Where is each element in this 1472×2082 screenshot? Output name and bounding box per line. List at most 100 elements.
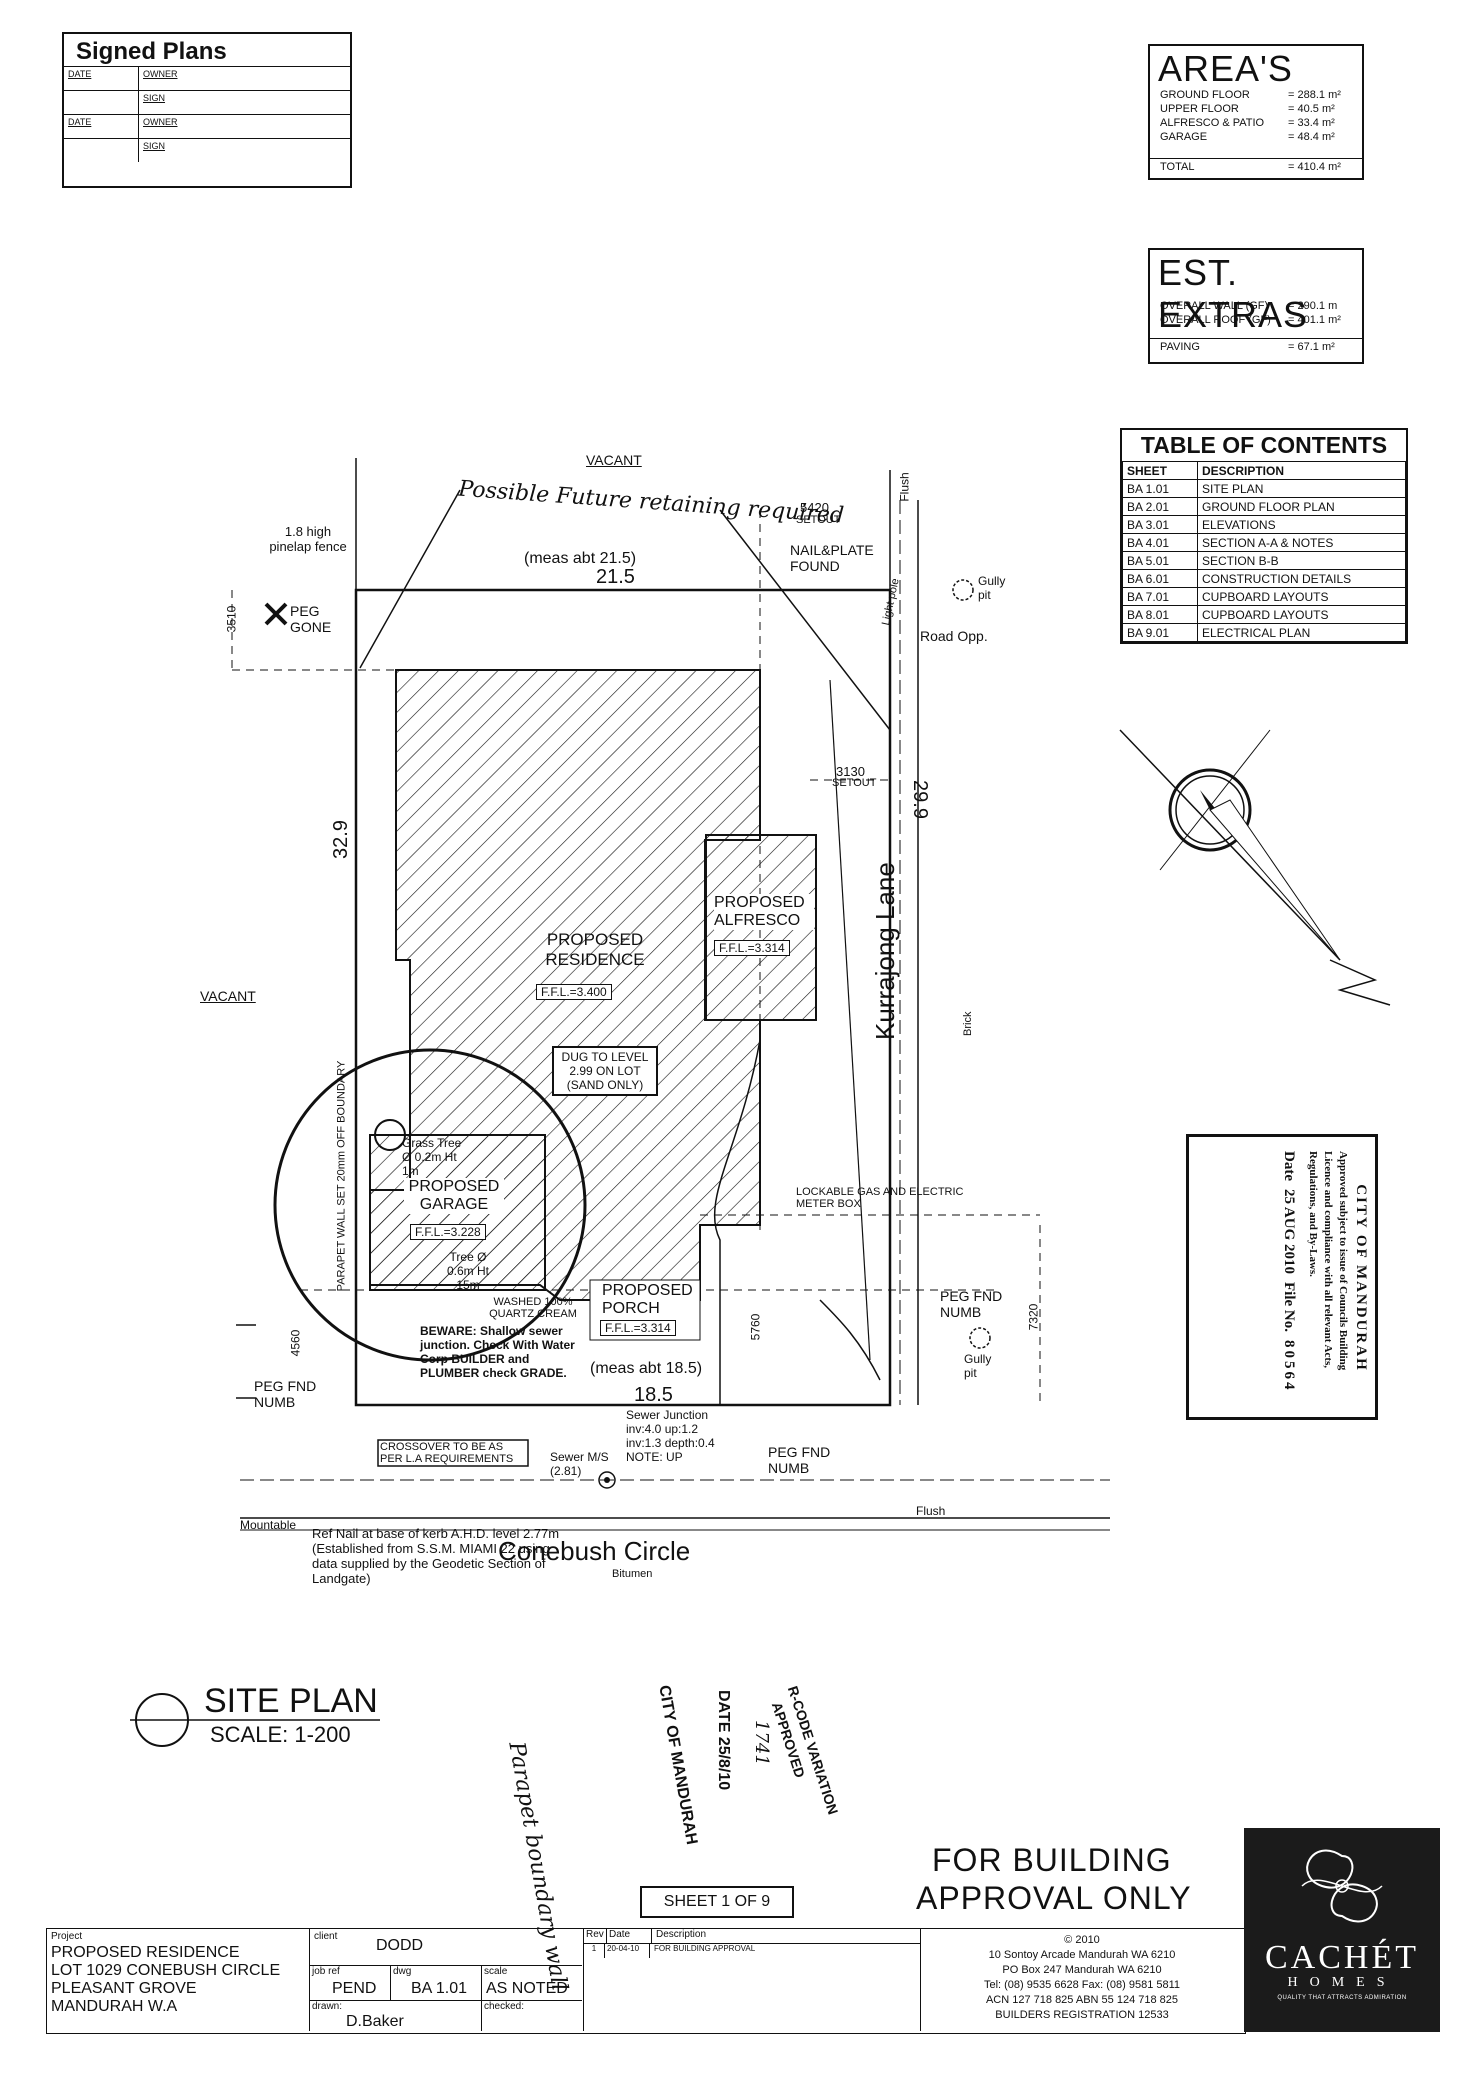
setout-3130: 3130 xyxy=(836,764,865,779)
signed-plans-title: Signed Plans xyxy=(76,38,227,65)
project-line: PLEASANT GROVE xyxy=(51,1980,197,1997)
revision-cell: Rev Date Description 1 20-04-10 FOR BUIL… xyxy=(583,1929,921,2031)
toc-col-desc: DESCRIPTION xyxy=(1197,461,1406,480)
project-cell: Project PROPOSED RESIDENCE LOT 1029 CONE… xyxy=(47,1929,310,2031)
company-line: 10 Sontoy Arcade Mandurah WA 6210 xyxy=(988,1949,1176,1961)
company-logo: CACHÉT HOMES QUALITY THAT ATTRACTS ADMIR… xyxy=(1244,1828,1440,2032)
logo-tagline: QUALITY THAT ATTRACTS ADMIRATION xyxy=(1277,1995,1407,2001)
dim-right-label: 29.9 xyxy=(908,780,931,819)
area-row: UPPER FLOOR= 40.5 m² xyxy=(1160,103,1335,115)
site-plan-scale: SCALE: 1-200 xyxy=(210,1722,351,1747)
garage-label: PROPOSED GARAGE xyxy=(404,1178,504,1214)
dim-left-label: 32.9 xyxy=(329,820,352,859)
date-label: Date xyxy=(607,1929,652,1943)
tree-circle xyxy=(273,1048,587,1362)
dwg-cell: dwg BA 1.01 xyxy=(391,1966,482,2001)
toc-desc: SECTION A-A & NOTES xyxy=(1197,533,1406,552)
rcode-number: 1741 xyxy=(751,1720,772,1766)
project-line: LOT 1029 CONEBUSH CIRCLE xyxy=(51,1962,281,1979)
council-stamp-title: CITY OF MANDURAH xyxy=(1353,1184,1369,1372)
council-stamp-text: Approved subject to issue of Councils Bu… xyxy=(1307,1151,1349,1371)
company-line: Tel: (08) 9535 6628 Fax: (08) 9581 5811 xyxy=(983,1979,1181,1991)
dwg-value: BA 1.01 xyxy=(411,1980,468,1997)
company-line: BUILDERS REGISTRATION 12533 xyxy=(995,2009,1169,2021)
toc-sheet: BA 7.01 xyxy=(1122,587,1198,606)
council-file-label: File No. xyxy=(1281,1282,1297,1333)
peg-fnd-label-left: PEG FND NUMB xyxy=(254,1378,317,1410)
sp-sign-1: SIGN xyxy=(143,93,166,103)
sp-sign-2: SIGN xyxy=(143,141,166,151)
nail-plate-label: NAIL&PLATE FOUND xyxy=(790,542,874,574)
extras-box: EST. EXTRAS OVERALL WALL (GF)= 290.1 m O… xyxy=(1148,248,1364,364)
flush-label-top: Flush xyxy=(897,472,912,502)
area-total-row: TOTAL= 410.4 m² xyxy=(1150,158,1362,173)
meas-top-label: (meas abt 21.5) xyxy=(524,550,637,567)
rev-value: 1 xyxy=(584,1944,605,1958)
job-ref-cell: job ref PEND xyxy=(310,1966,391,2001)
dwg-label: dwg xyxy=(393,1966,412,1977)
lane-name: Kurrajong Lane xyxy=(870,862,900,1040)
approval-line1: FOR BUILDING xyxy=(932,1842,1172,1878)
area-row: GARAGE= 48.4 m² xyxy=(1160,131,1335,143)
sp-owner-1: OWNER xyxy=(143,69,178,79)
gully-label-top: Gully pit xyxy=(978,574,1006,602)
toc-sheet: BA 9.01 xyxy=(1122,623,1198,642)
toc-desc: SECTION B-B xyxy=(1197,551,1406,570)
toc-desc: CUPBOARD LAYOUTS xyxy=(1197,587,1406,606)
quartz-label: WASHED 100% QUARTZ CREAM xyxy=(489,1296,577,1320)
client-label: client xyxy=(314,1931,338,1942)
setout-label-top: SETOUT xyxy=(796,514,841,526)
setout-3510: 3510 xyxy=(224,605,239,633)
project-label: Project xyxy=(51,1931,83,1942)
approval-line2: APPROVAL ONLY xyxy=(916,1880,1192,1916)
mountable-label: Mountable xyxy=(240,1518,297,1532)
peg-fnd-label-bottom: PEG FND NUMB xyxy=(768,1444,831,1476)
lockable-note: LOCKABLE GAS AND ELECTRIC METER BOX xyxy=(796,1186,964,1210)
rcode-date: DATE 25/8/10 xyxy=(715,1690,732,1791)
checked-label: checked: xyxy=(484,2001,525,2012)
garage-ffl: F.F.L.=3.228 xyxy=(410,1224,486,1240)
area-row: GROUND FLOOR= 288.1 m² xyxy=(1160,89,1341,101)
toc-sheet: BA 4.01 xyxy=(1122,533,1198,552)
setout-5420: 5420 xyxy=(800,500,829,515)
scale-value: AS NOTED xyxy=(486,1980,568,1997)
toc-sheet: BA 3.01 xyxy=(1122,515,1198,534)
road-opp-label: Road Opp. xyxy=(920,628,988,644)
sp-date-2: DATE xyxy=(64,115,139,138)
drawn-label: drawn: xyxy=(312,2001,343,2012)
street-name: Conebush Circle xyxy=(498,1536,691,1566)
toc-desc: GROUND FLOOR PLAN xyxy=(1197,497,1406,516)
vacant-top-label: VACANT xyxy=(586,452,642,468)
toc-sheet: BA 8.01 xyxy=(1122,605,1198,624)
brick-label: Brick xyxy=(962,1011,974,1036)
areas-title: AREA'S xyxy=(1158,48,1293,89)
dug-note: DUG TO LEVEL 2.99 ON LOT (SAND ONLY) xyxy=(552,1046,658,1096)
sewer-junction-note: Sewer Junction inv:4.0 up:1.2 inv:1.3 de… xyxy=(626,1408,715,1464)
tree-label: Tree Ø 0.6m Ht 15m xyxy=(446,1250,489,1292)
job-ref-label: job ref xyxy=(312,1966,340,1977)
flush-label-bottom: Flush xyxy=(916,1504,946,1518)
toc-title: TABLE OF CONTENTS xyxy=(1140,432,1388,458)
client-value: DODD xyxy=(376,1937,424,1954)
alfresco-ffl: F.F.L.=3.314 xyxy=(714,940,790,956)
porch-label: PROPOSED PORCH xyxy=(602,1282,693,1317)
rcode-variation-stamp: R-CODE VARIATION APPROVED CITY OF MANDUR… xyxy=(655,1684,872,1850)
desc-label: Description xyxy=(656,1929,707,1940)
residence-ffl: F.F.L.=3.400 xyxy=(536,984,612,1000)
vacant-left-label: VACANT xyxy=(200,988,256,1004)
title-block: Project PROPOSED RESIDENCE LOT 1029 CONE… xyxy=(46,1928,1246,2034)
company-line: PO Box 247 Mandurah WA 6210 xyxy=(1002,1964,1162,1976)
area-row: ALFRESCO & PATIO= 33.4 m² xyxy=(1160,117,1335,129)
extras-title: EST. EXTRAS xyxy=(1158,252,1309,335)
council-date-value: 25 AUG 2010 xyxy=(1281,1189,1297,1275)
setout-7320: 7320 xyxy=(1026,1303,1041,1331)
extra-row: PAVING= 67.1 m² xyxy=(1150,338,1362,353)
peg-gone-label: PEG GONE xyxy=(290,603,332,635)
scale-cell: scale AS NOTED xyxy=(482,1966,582,2001)
council-file-value: 80564 xyxy=(1281,1340,1297,1393)
meas-bottom-label: (meas abt 18.5) xyxy=(590,1360,703,1377)
company-line: © 2010 xyxy=(1064,1934,1100,1946)
extra-row: OVERALL WALL (GF)= 290.1 m xyxy=(1160,300,1338,312)
